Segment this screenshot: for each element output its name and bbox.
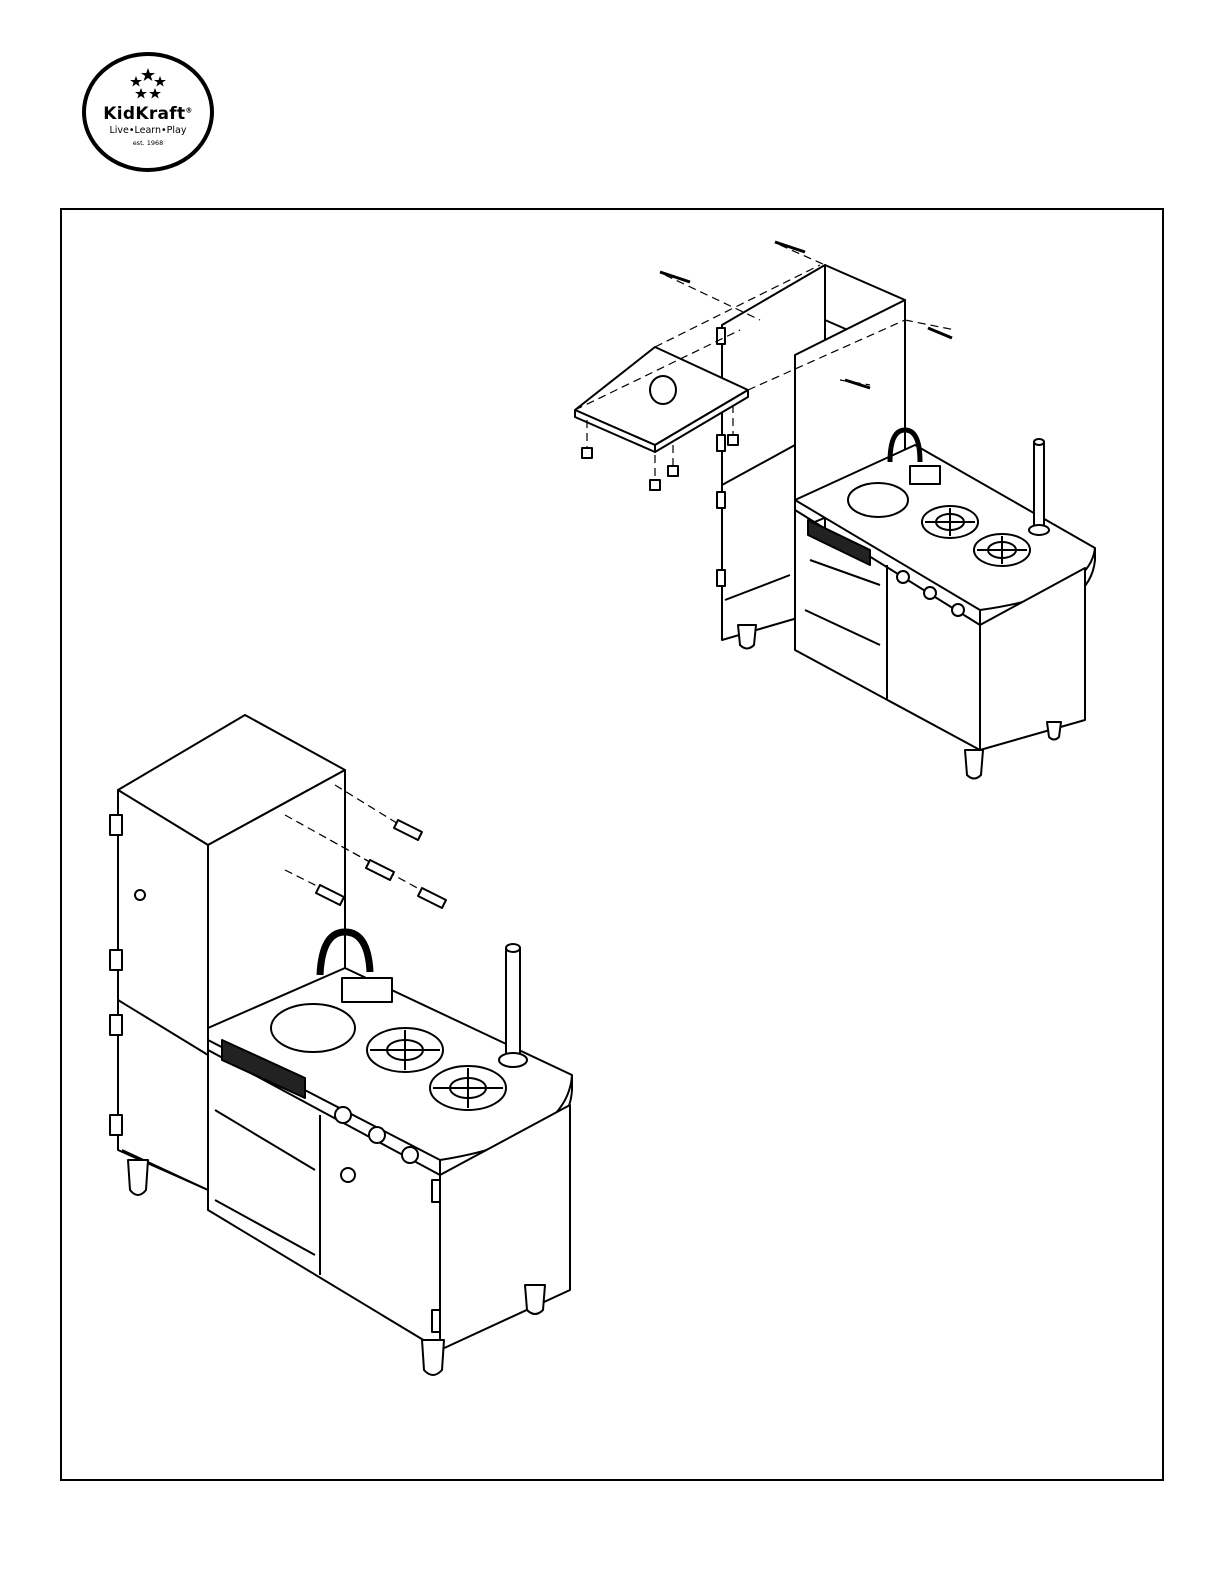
sink-basin (271, 1004, 355, 1052)
towel-pole (1034, 442, 1044, 530)
stove-knob (335, 1107, 351, 1123)
cabinet-foot (128, 1160, 148, 1195)
stove-knob (952, 604, 964, 616)
stove-knob (924, 587, 936, 599)
sink-basin (848, 483, 908, 517)
shelf-attachment-diagram (560, 230, 1120, 810)
cabinet-foot (1047, 722, 1061, 740)
burner (922, 506, 978, 538)
brand-name: KidKraft® (80, 104, 216, 124)
cabinet-foot (422, 1340, 444, 1375)
cabinet-foot (525, 1285, 545, 1314)
kidkraft-logo: KidKraft® Live•Learn•Play est. 1968 (80, 50, 216, 174)
stove-knob (897, 571, 909, 583)
burner (367, 1028, 443, 1072)
towel-pole (506, 948, 520, 1060)
door-knob (341, 1168, 355, 1182)
completed-kitchen-diagram (100, 710, 590, 1380)
cabinet-foot (738, 625, 756, 649)
burner (430, 1066, 506, 1110)
cabinet-foot (965, 750, 983, 779)
burner (974, 534, 1030, 566)
stove-knob (402, 1147, 418, 1163)
brand-established: est. 1968 (80, 139, 216, 147)
stove-knob (369, 1127, 385, 1143)
brand-tagline: Live•Learn•Play (80, 125, 216, 136)
